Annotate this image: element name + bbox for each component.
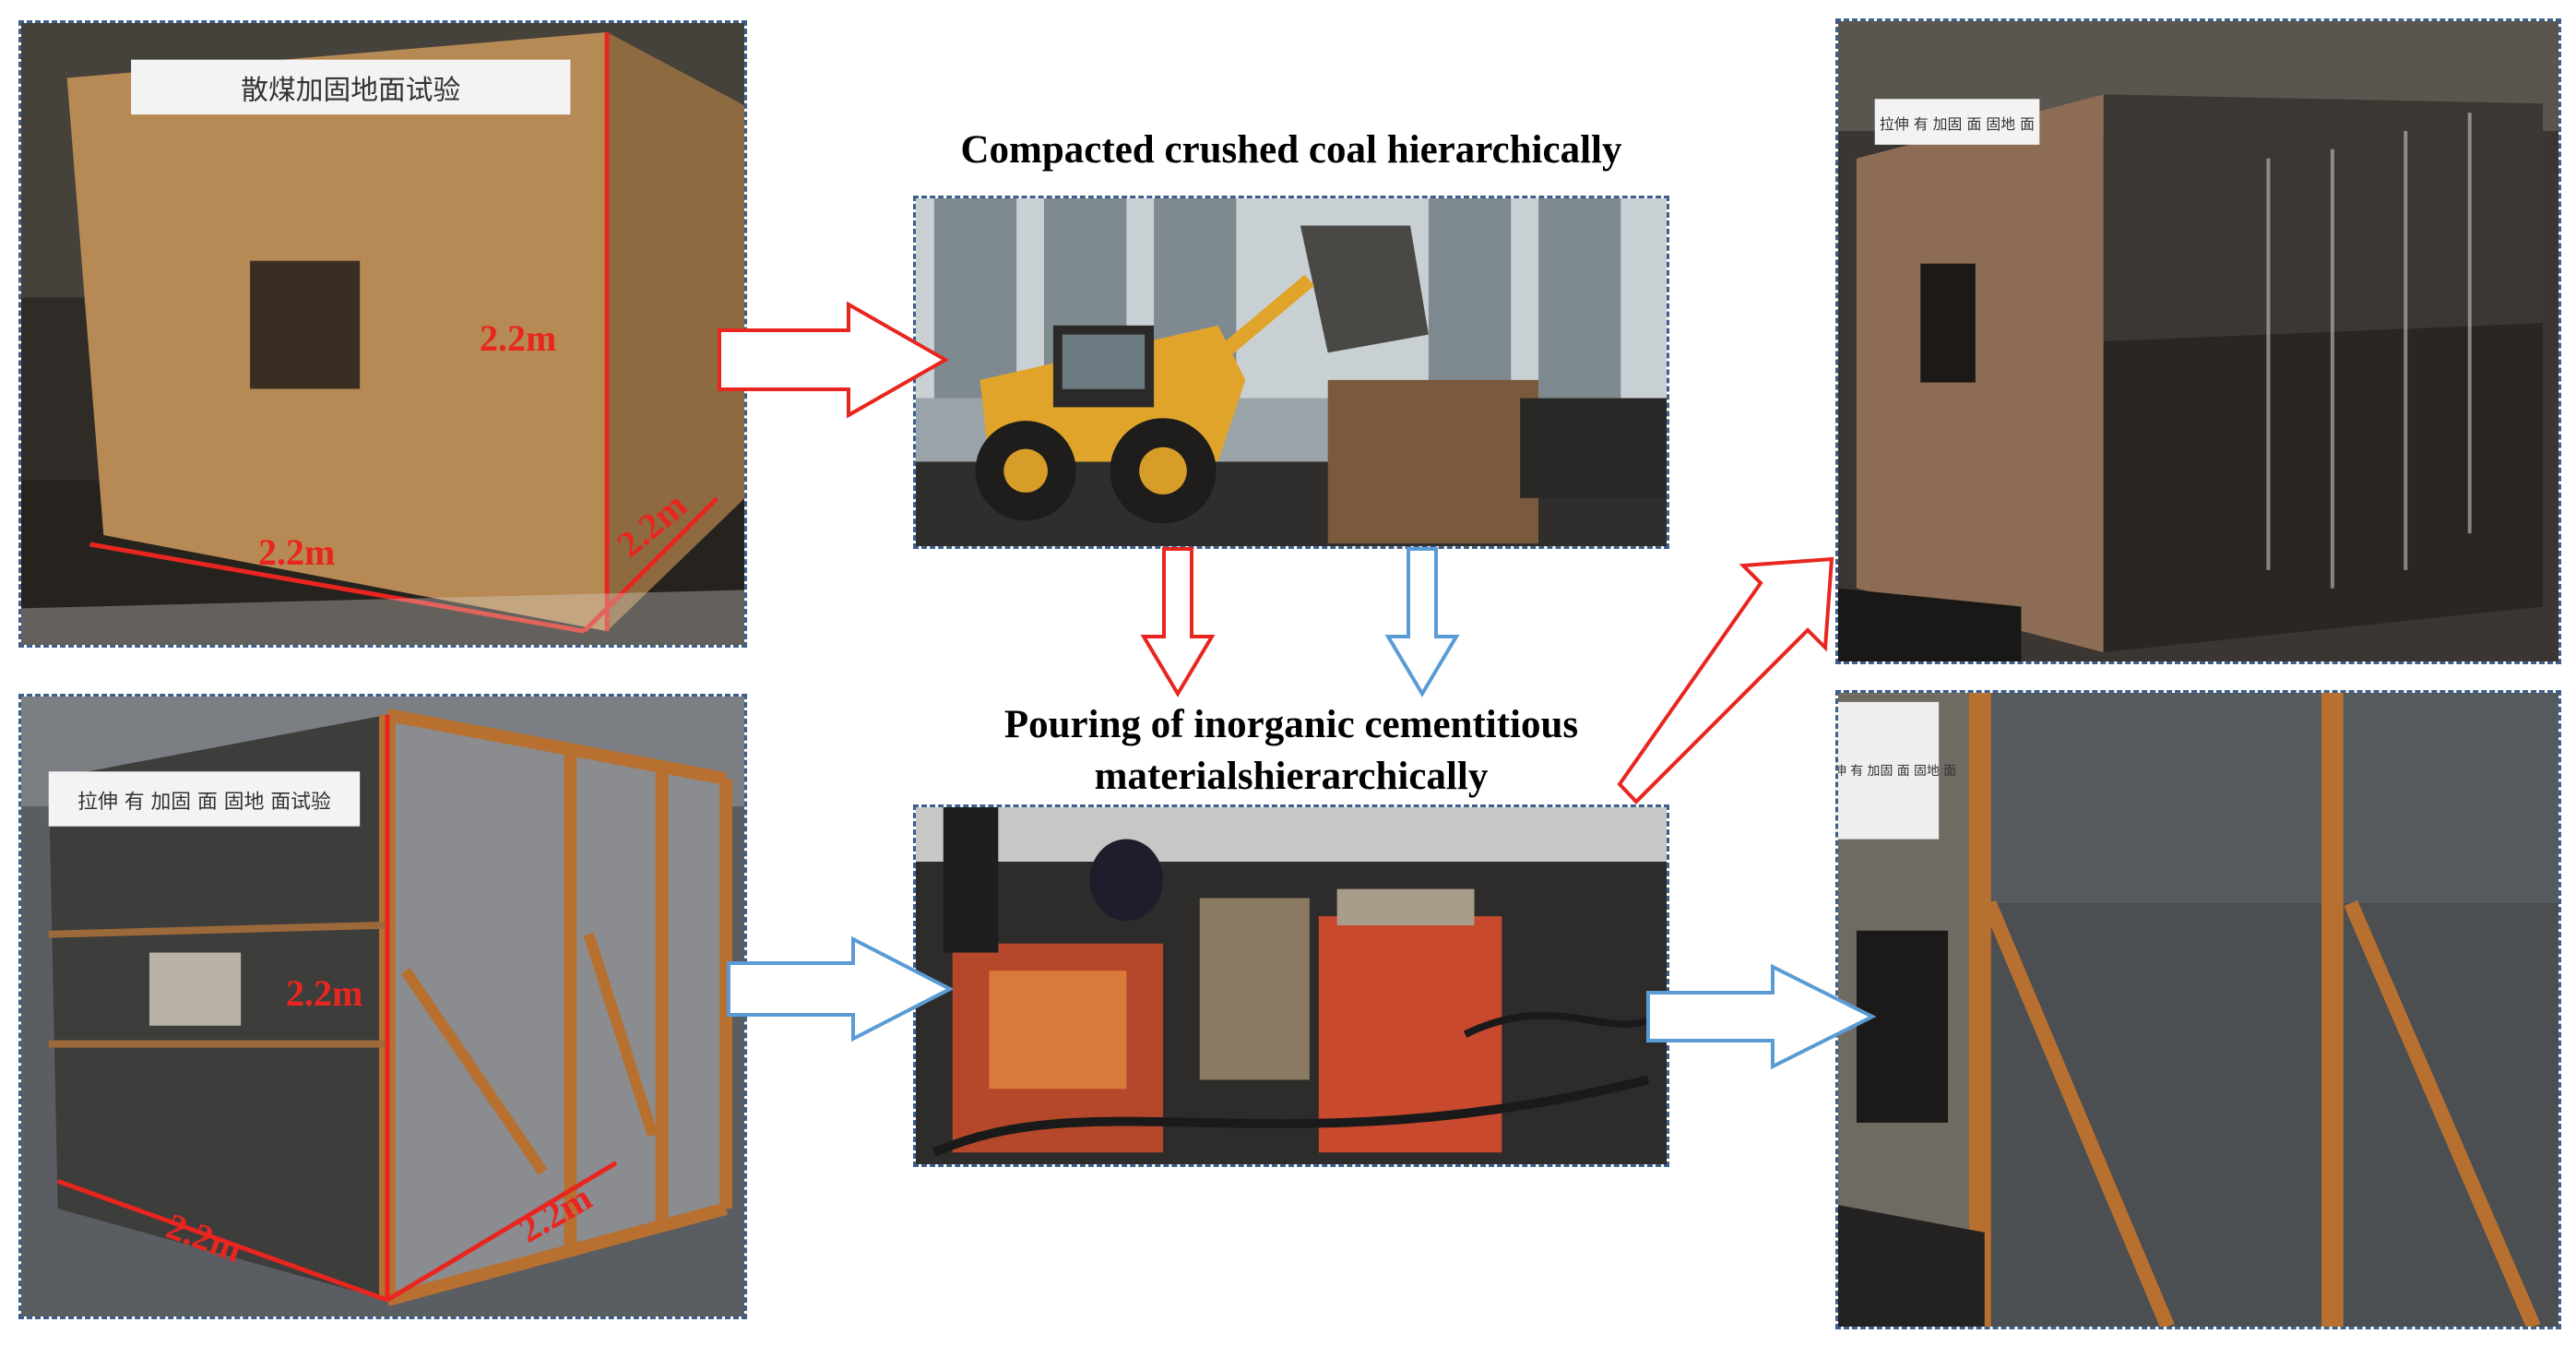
- result-box-1-illustration: 拉伸 有 加固 面 固地 面: [1838, 21, 2558, 661]
- framed-box-illustration: 拉伸 有 加固 面 固地 面试验: [21, 697, 744, 1316]
- caption-pouring-line2: materialshierarchically: [1094, 755, 1489, 798]
- dimension-label-height-1: 2.2m: [480, 317, 557, 359]
- steel-box-illustration: 散煤加固地面试验: [21, 23, 744, 645]
- dimension-label-width-1: 2.2m: [258, 531, 336, 573]
- result2-sign-text: 拉伸 有 加固 面 固地 面: [1838, 764, 1956, 779]
- box2-sign-text: 拉伸 有 加固 面 固地 面试验: [77, 791, 331, 814]
- photo-pouring-equipment: [913, 804, 1669, 1167]
- photo-result-box-2: 拉伸 有 加固 面 固地 面: [1835, 690, 2561, 1329]
- photo-loader-compacting: [913, 196, 1669, 549]
- caption-compacted-coal: Compacted crushed coal hierarchically: [960, 128, 1622, 172]
- photo-framed-box: 拉伸 有 加固 面 固地 面试验: [18, 694, 747, 1319]
- pouring-illustration: [916, 807, 1667, 1164]
- result1-sign-text: 拉伸 有 加固 面 固地 面: [1880, 115, 2035, 133]
- result-box-2-illustration: 拉伸 有 加固 面 固地 面: [1838, 693, 2558, 1327]
- caption-pouring-line1: Pouring of inorganic cementitious: [1003, 703, 1579, 746]
- dimension-label-height-2: 2.2m: [286, 972, 363, 1014]
- photo-steel-box-empty: 散煤加固地面试验: [18, 20, 747, 648]
- caption-pouring-materials: Pouring of inorganic cementitious materi…: [885, 699, 1697, 803]
- box1-sign-text: 散煤加固地面试验: [241, 74, 460, 106]
- loader-illustration: [916, 198, 1667, 546]
- blue-arrow-down: [1384, 547, 1460, 697]
- red-arrow-right-top: [718, 301, 950, 419]
- photo-result-box-1: 拉伸 有 加固 面 固地 面: [1835, 18, 2561, 664]
- red-arrow-down: [1140, 547, 1216, 697]
